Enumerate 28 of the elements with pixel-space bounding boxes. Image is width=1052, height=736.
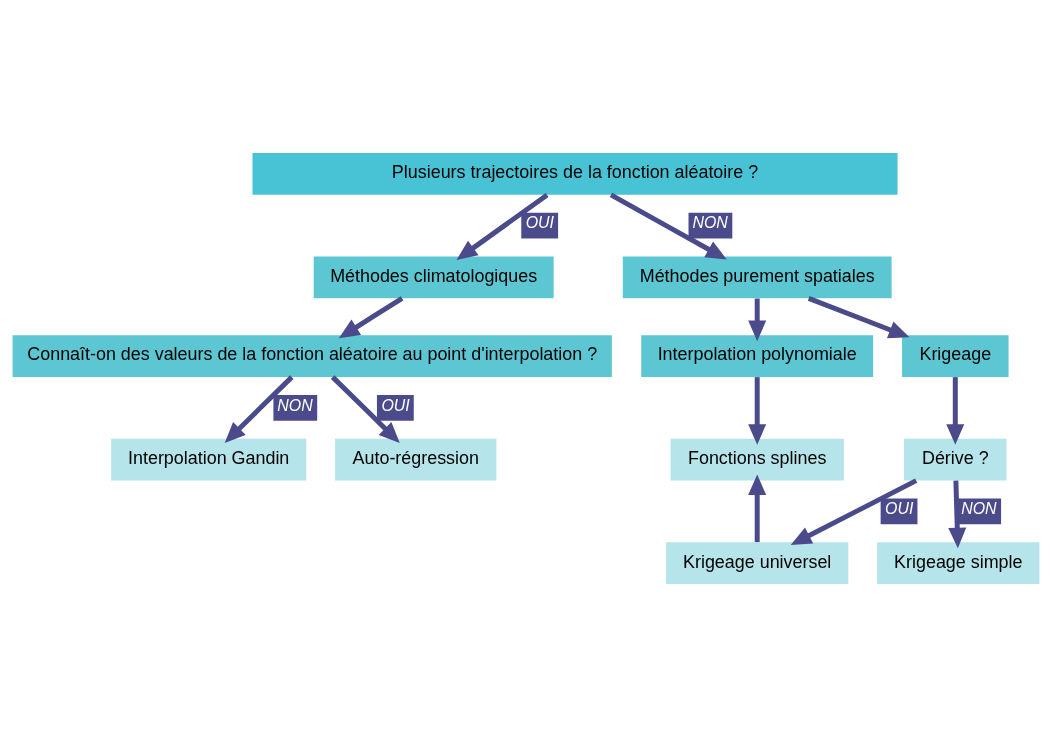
node-box: Plusieurs trajectoires de la fonction aléatoire ? — [252, 152, 898, 195]
node-box: Méthodes purement spatiales — [622, 256, 892, 298]
arrow — [748, 473, 767, 542]
node-box: Interpolation Gandin — [111, 438, 307, 480]
arrow — [338, 295, 404, 338]
arrow — [609, 192, 727, 259]
node-box: Fonctions splines — [670, 438, 844, 480]
edge-label: NON — [692, 213, 728, 231]
edge-label: OUI — [381, 396, 410, 414]
arrow — [748, 298, 767, 341]
edge-label: OUI — [885, 499, 914, 517]
edge-label: NON — [961, 499, 997, 517]
arrow — [807, 295, 910, 338]
arrow — [748, 376, 767, 445]
node-box: Connaît-on des valeurs de la fonction aléatoire au point d'interpolation ? — [12, 334, 612, 377]
node-box: Auto-régression — [335, 438, 497, 480]
arrow — [948, 480, 967, 548]
node-box: Krigeage universel — [666, 541, 849, 584]
node-box: Dérive ? — [904, 438, 1007, 480]
edge-label: NON — [277, 396, 313, 414]
arrow — [224, 374, 294, 443]
arrow — [946, 376, 965, 445]
node-box: Interpolation polynomiale — [641, 334, 874, 377]
node-box: Méthodes climatologiques — [313, 256, 554, 298]
edge-label: OUI — [525, 213, 555, 231]
node-box: Krigeage simple — [877, 541, 1040, 584]
arrow — [330, 374, 400, 443]
node-box: Krigeage — [902, 334, 1009, 377]
